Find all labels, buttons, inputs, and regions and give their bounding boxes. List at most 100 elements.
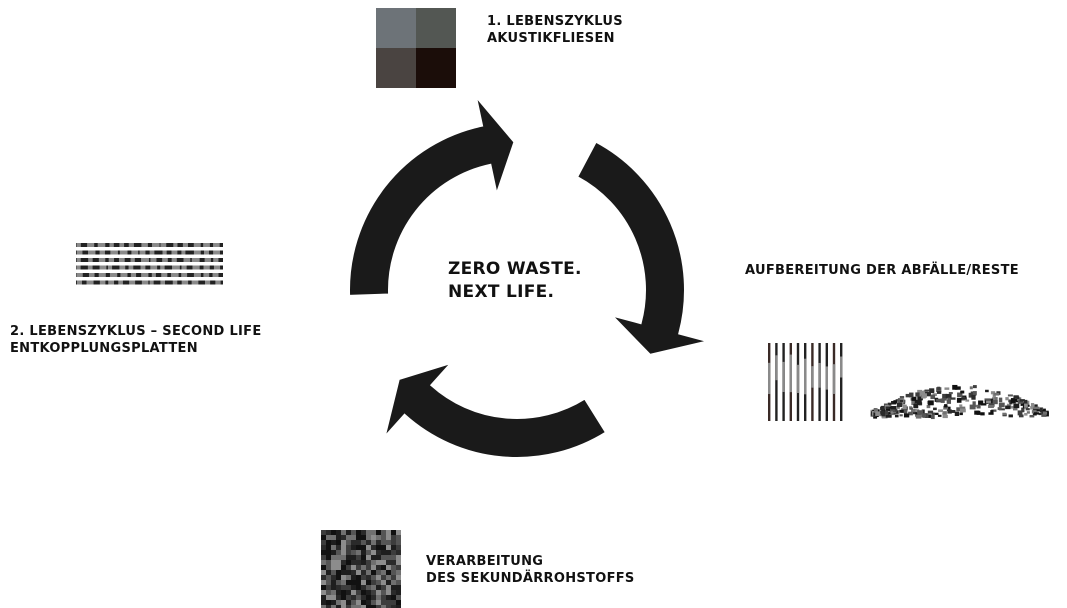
- mosaic-cell: [381, 555, 386, 560]
- mosaic-cell: [346, 570, 351, 575]
- mosaic-cell: [321, 530, 326, 535]
- mosaic-cell: [371, 560, 376, 565]
- mosaic-cell: [381, 570, 386, 575]
- mosaic-cell: [351, 555, 356, 560]
- mosaic-cell: [376, 570, 381, 575]
- plate-texture: [150, 258, 157, 262]
- mosaic-cell: [341, 540, 346, 545]
- plate-texture: [193, 273, 201, 277]
- granule: [923, 390, 929, 394]
- mosaic-cell: [326, 550, 331, 555]
- mosaic-cell: [351, 545, 356, 550]
- mosaic-cell: [331, 560, 336, 565]
- plate: [76, 250, 223, 255]
- mosaic-cell: [381, 580, 386, 585]
- mosaic-cell: [381, 590, 386, 595]
- granule: [881, 411, 886, 417]
- plate-texture: [139, 250, 146, 255]
- plate-texture: [76, 280, 82, 285]
- granule: [969, 404, 976, 410]
- granule: [930, 414, 935, 420]
- granule: [997, 407, 1002, 411]
- plate-texture: [191, 280, 199, 285]
- mosaic-cell: [331, 545, 336, 550]
- granule: [885, 414, 892, 418]
- mosaic-cell: [371, 535, 376, 540]
- mosaic-cell: [341, 560, 346, 565]
- mosaic-cell: [326, 580, 331, 585]
- plate-texture: [109, 273, 118, 277]
- mosaic-cell: [386, 550, 391, 555]
- mosaic-cell: [356, 550, 361, 555]
- strip-highlight: [804, 358, 807, 395]
- granule: [969, 386, 973, 390]
- granule: [874, 408, 878, 413]
- mosaic-cell: [321, 535, 326, 540]
- mosaic-cell: [396, 590, 401, 595]
- plate-texture: [88, 250, 96, 255]
- mosaic-cell: [321, 600, 326, 605]
- plate-texture: [87, 243, 95, 247]
- mosaic-cell: [366, 570, 371, 575]
- plate-texture: [191, 258, 200, 262]
- mosaic-cell: [361, 585, 366, 590]
- mosaic-cell: [356, 570, 361, 575]
- plate-texture: [109, 243, 114, 247]
- plate-texture: [130, 258, 135, 262]
- granule: [947, 409, 952, 414]
- strip-highlight: [832, 364, 836, 394]
- mosaic-cell: [356, 560, 361, 565]
- plate-texture: [182, 243, 188, 247]
- mosaic-cell: [346, 560, 351, 565]
- mosaic-cell: [346, 550, 351, 555]
- mosaic-cell: [386, 560, 391, 565]
- plate-texture: [215, 280, 221, 285]
- granule: [899, 414, 903, 417]
- plate-texture: [160, 280, 166, 285]
- granule: [1017, 397, 1022, 401]
- mosaic-cell: [341, 600, 346, 605]
- strip-highlight: [840, 356, 843, 378]
- plate-texture: [181, 273, 188, 277]
- granule: [936, 399, 941, 402]
- mosaic-cell: [331, 605, 336, 608]
- mosaic-cell: [391, 585, 396, 590]
- granule: [949, 397, 956, 400]
- mosaic-cell: [356, 540, 361, 545]
- mosaic-cell: [376, 580, 381, 585]
- mosaic-cell: [386, 595, 391, 600]
- mosaic-cell: [351, 590, 356, 595]
- mosaic-cell: [386, 570, 391, 575]
- granule: [905, 393, 911, 398]
- granule: [972, 401, 976, 407]
- granule: [988, 412, 994, 415]
- mosaic-cell: [366, 575, 371, 580]
- plate-texture: [108, 258, 115, 262]
- granule: [962, 395, 967, 398]
- granule: [1031, 410, 1038, 414]
- cycle-arrow-2: [383, 360, 608, 459]
- granule: [999, 408, 1005, 411]
- granule: [991, 409, 997, 412]
- granule: [1025, 408, 1030, 411]
- mosaic-cell: [341, 530, 346, 535]
- mosaic-cell: [371, 540, 376, 545]
- granule: [917, 395, 923, 401]
- granule: [884, 410, 889, 415]
- mosaic-cell: [351, 540, 356, 545]
- granule: [1019, 399, 1025, 402]
- mosaic-cell: [336, 580, 341, 585]
- plate-texture: [171, 250, 178, 255]
- mosaic-cell: [326, 575, 331, 580]
- stage3-label-line2: DES SEKUNDÄRROHSTOFFS: [426, 571, 635, 586]
- mosaic-cell: [391, 550, 396, 555]
- mosaic-cell: [366, 550, 371, 555]
- mosaic-cell: [396, 605, 401, 608]
- mosaic-cell: [336, 595, 341, 600]
- granule: [890, 406, 897, 410]
- mosaic-cell: [326, 555, 331, 560]
- mosaic-cell: [371, 585, 376, 590]
- granule: [932, 412, 939, 415]
- plate: [76, 258, 223, 262]
- mosaic-cell: [371, 590, 376, 595]
